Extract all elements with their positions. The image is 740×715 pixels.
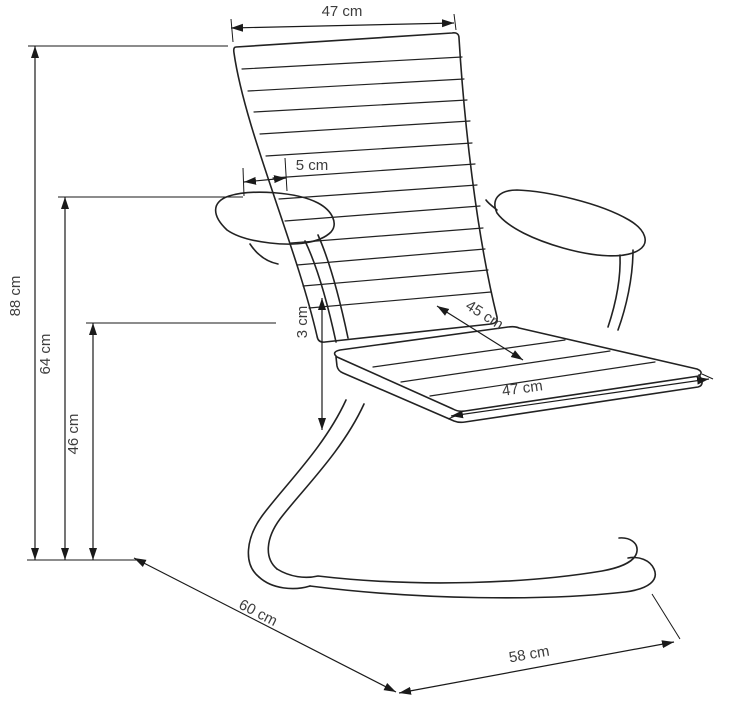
dim-label-base-depth: 60 cm — [236, 596, 280, 630]
dim-label-backrest-width: 47 cm — [322, 3, 363, 20]
chair-drawing — [214, 32, 703, 599]
base-runner-inner — [276, 537, 638, 584]
chair-seat — [333, 325, 703, 424]
dim-armrest-offset: 5 cm — [242, 157, 329, 197]
base-runner-outer — [309, 556, 656, 599]
seat-outline — [333, 325, 702, 413]
dim-overall-height: 88 cm — [7, 45, 228, 560]
dim-label-overall-height: 88 cm — [7, 276, 24, 317]
armrest-left-pad — [214, 191, 335, 245]
armrest-left-bracket — [249, 243, 279, 265]
chair-backrest — [232, 32, 498, 343]
dim-seat-height: 46 cm — [65, 322, 276, 560]
chair-base — [247, 399, 656, 599]
dim-label-base-width: 58 cm — [508, 643, 551, 667]
dim-label-armrest-offset: 5 cm — [296, 157, 329, 174]
dim-base-depth: 60 cm — [133, 557, 397, 693]
armrest-left-support-front — [317, 234, 349, 339]
base-upright-outer — [247, 399, 347, 578]
armrest-right-bracket — [485, 199, 498, 211]
chair-armrest-right — [485, 189, 646, 331]
dim-backrest-width: 47 cm — [230, 3, 457, 43]
base-upright-inner — [267, 403, 365, 570]
armrest-right-pad — [494, 189, 646, 257]
dim-seat-thickness: 3 cm — [294, 298, 326, 430]
armrest-right-support-rear — [607, 254, 621, 328]
dim-label-seat-height: 46 cm — [65, 414, 82, 455]
dim-seat-width: 47 cm — [447, 373, 714, 420]
armrest-left-support-rear — [304, 240, 337, 343]
backrest-outline — [232, 32, 498, 343]
dim-label-armrest-height: 64 cm — [37, 334, 54, 375]
dim-base-width: 58 cm — [398, 593, 681, 695]
dim-label-seat-thickness: 3 cm — [294, 306, 311, 339]
base-loop-front — [258, 576, 311, 590]
dim-label-seat-width: 47 cm — [501, 377, 544, 400]
chair-armrest-left — [214, 191, 349, 343]
armrest-right-support-front — [617, 249, 634, 331]
dim-armrest-height: 64 cm — [37, 196, 243, 560]
dim-label-seat-depth: 45 cm — [463, 297, 507, 333]
